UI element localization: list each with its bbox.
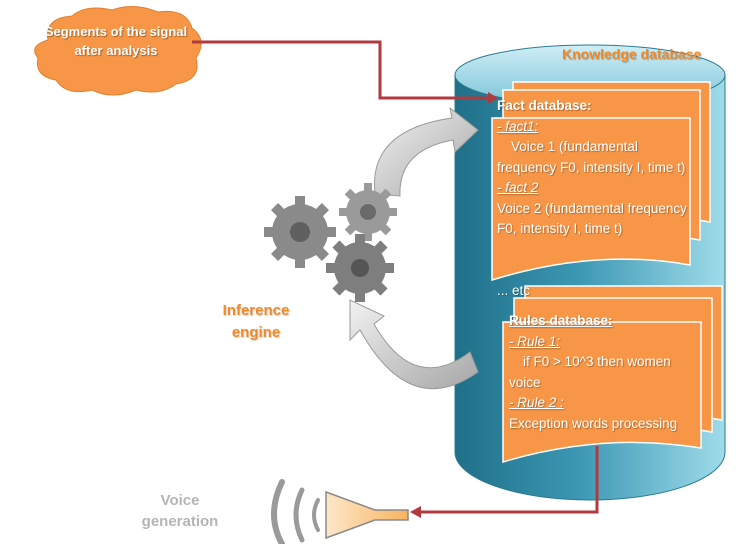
knowledge-database-title: Knowledge database — [562, 46, 702, 62]
connector-voice-arrowhead — [410, 506, 421, 518]
gears-icon — [264, 183, 397, 302]
fact1-label: - fact1: — [497, 118, 539, 134]
fact-database-text: Fact database: - fact1: Voice 1 (fundame… — [497, 96, 687, 240]
connector-cloud-to-facts — [192, 40, 494, 100]
rules-database-title: Rules database: — [509, 313, 613, 328]
sound-waves-icon — [271, 479, 320, 544]
voice-generation-label: Voice generation — [141, 492, 219, 530]
fact2-text: Voice 2 (fundamental frequency F0, inten… — [497, 200, 687, 237]
rules-database-documents — [502, 285, 723, 464]
connector-cloud-arrowhead — [488, 92, 498, 104]
signal-segments-cloud — [34, 6, 202, 96]
fact-database-title: Fact database: — [497, 98, 592, 113]
cloud-label: Segments of the signal after analysis — [44, 24, 188, 58]
rule1-label: - Rule 1: — [509, 333, 561, 349]
curved-arrow-upper — [373, 106, 479, 197]
curved-arrow-lower — [349, 299, 479, 390]
fact1-text: Voice 1 (fundamental frequency F0, inten… — [497, 139, 686, 175]
rule2-label: - Rule 2 : — [509, 395, 564, 410]
rule2-text: Exception words processing — [509, 415, 678, 431]
speaker-icon — [325, 490, 409, 540]
rule1-text: if F0 > 10^3 then women voice — [509, 354, 671, 390]
connector-rules-to-voice — [418, 446, 599, 514]
fact2-label: - fact 2 — [497, 180, 539, 195]
fact-database-etc: ... etc — [497, 283, 531, 298]
rules-database-text: Rules database: - Rule 1: if F0 > 10^3 t… — [509, 311, 689, 434]
inference-engine-label: Inference engine — [222, 302, 290, 341]
fact-database-documents — [491, 81, 711, 282]
